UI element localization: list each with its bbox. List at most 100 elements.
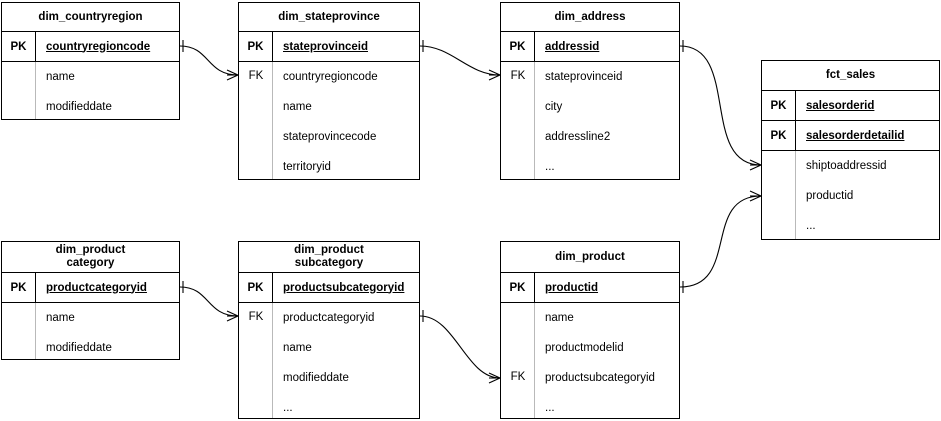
attribute-row[interactable]: shiptoaddressid (806, 160, 887, 172)
key-field-name: addressid (545, 40, 600, 53)
attribute-key-column (2, 62, 36, 119)
primary-key-row[interactable]: PK countryregioncode (2, 32, 179, 62)
attribute-row[interactable]: name (283, 342, 312, 354)
attribute-row[interactable]: territoryid (283, 161, 331, 173)
attribute-list: FK productcategoryid name modifieddate... (239, 303, 419, 418)
attribute-row[interactable]: productsubcategoryid (545, 372, 655, 384)
crows-foot-prong (749, 164, 762, 171)
attribute-row[interactable]: stateprovincecode (283, 131, 377, 143)
attribute-key-column (2, 303, 36, 359)
attribute-list: name modifieddate (2, 303, 179, 359)
attribute-row[interactable]: name (545, 312, 574, 324)
primary-key-row[interactable]: PK productcategoryid (2, 273, 179, 303)
key-marker: PK (2, 273, 36, 302)
attribute-row[interactable]: ... (545, 161, 555, 173)
attribute-key-column: FK (239, 303, 273, 418)
foreign-key-marker: FK (248, 70, 264, 82)
relationship-product-to-fctsales (679, 190, 762, 293)
attribute-key-column: FK (501, 62, 535, 179)
crows-foot-prong (488, 69, 501, 76)
attribute-row[interactable]: modifieddate (283, 372, 349, 384)
attribute-key-column: FK (239, 62, 273, 179)
key-field-name: stateprovinceid (283, 40, 368, 53)
attribute-key-column (762, 151, 796, 239)
crows-foot-prong (488, 377, 501, 384)
attribute-row[interactable]: stateprovinceid (545, 71, 623, 83)
attribute-row[interactable]: modifieddate (46, 101, 112, 113)
key-field-name: countryregioncode (46, 40, 151, 53)
attribute-row[interactable]: productcategoryid (283, 312, 375, 324)
attribute-row[interactable]: name (46, 312, 75, 324)
attribute-row[interactable]: modifieddate (46, 342, 112, 354)
attribute-list: name modifieddate (2, 62, 179, 119)
key-marker: PK (239, 273, 273, 302)
attribute-name-column: productcategoryid name modifieddate... (273, 303, 419, 418)
attribute-name-column: name modifieddate (36, 62, 179, 119)
foreign-key-marker: FK (248, 311, 264, 323)
foreign-key-marker: FK (510, 371, 526, 383)
attribute-name-column: stateprovinceid city addressline2... (535, 62, 679, 179)
key-marker: PK (2, 32, 36, 61)
primary-key-row[interactable]: PK productsubcategoryid (239, 273, 419, 303)
attribute-row[interactable]: ... (545, 402, 555, 414)
primary-key-row[interactable]: PK stateprovinceid (239, 32, 419, 62)
attribute-name-column: countryregioncode name stateprovincecode te… (273, 62, 419, 179)
entity-title: dim_countryregion (2, 3, 179, 32)
key-field-name: salesorderdetailid (806, 129, 905, 142)
entity-title: dim_product (501, 242, 679, 273)
attribute-list: FK stateprovinceid city addressline2... (501, 62, 679, 179)
attribute-list: FK countryregioncode name stateprovincecode… (239, 62, 419, 179)
crows-foot-prong (488, 74, 501, 81)
relationship-countryregion-to-stateprovince (179, 40, 239, 81)
attribute-row[interactable]: addressline2 (545, 131, 611, 143)
primary-key-row[interactable]: PK addressid (501, 32, 679, 62)
attribute-row[interactable]: name (46, 71, 75, 83)
entity-title: dim_address (501, 3, 679, 32)
key-field-name: salesorderid (806, 99, 875, 112)
attribute-row[interactable]: city (545, 101, 563, 113)
attribute-name-column: name modifieddate (36, 303, 179, 359)
crows-foot-prong (226, 69, 239, 76)
crows-foot-prong (749, 195, 762, 202)
crows-foot-prong (226, 310, 239, 317)
attribute-row[interactable]: ... (806, 220, 816, 232)
attribute-list: shiptoaddressid productid... (762, 151, 939, 239)
attribute-row[interactable]: productmodelid (545, 342, 624, 354)
attribute-row[interactable]: ... (283, 402, 293, 414)
key-marker: PK (239, 32, 273, 61)
relationship-address-to-fctsales (679, 40, 762, 171)
crows-foot-prong (488, 372, 501, 379)
entity-title: dim_stateprovince (239, 3, 419, 32)
key-marker: PK (762, 91, 796, 120)
key-field-name: productid (545, 281, 599, 294)
attribute-row[interactable]: name (283, 101, 312, 113)
crows-foot-prong (226, 74, 239, 81)
primary-key-row[interactable]: PK salesorderid (762, 91, 939, 121)
key-field-name: productsubcategoryid (283, 281, 405, 294)
crows-foot-prong (749, 159, 762, 166)
relationship-stateprovince-to-address (419, 40, 501, 81)
attribute-row[interactable]: productid (806, 190, 854, 202)
relationship-productcategory-to-subcategory (179, 281, 239, 322)
relationship-subcategory-to-product (419, 310, 501, 384)
attribute-list: FK name productmodelid productsubcategoryid… (501, 303, 679, 418)
crows-foot-prong (226, 315, 239, 322)
attribute-row[interactable]: countryregioncode (283, 71, 378, 83)
key-marker: PK (501, 32, 535, 61)
attribute-key-column: FK (501, 303, 535, 418)
attribute-name-column: name productmodelid productsubcategoryid..… (535, 303, 679, 418)
key-field-name: productcategoryid (46, 281, 147, 294)
entity-title: fct_sales (762, 61, 939, 91)
crows-foot-prong (749, 190, 762, 197)
attribute-name-column: shiptoaddressid productid... (796, 151, 939, 239)
